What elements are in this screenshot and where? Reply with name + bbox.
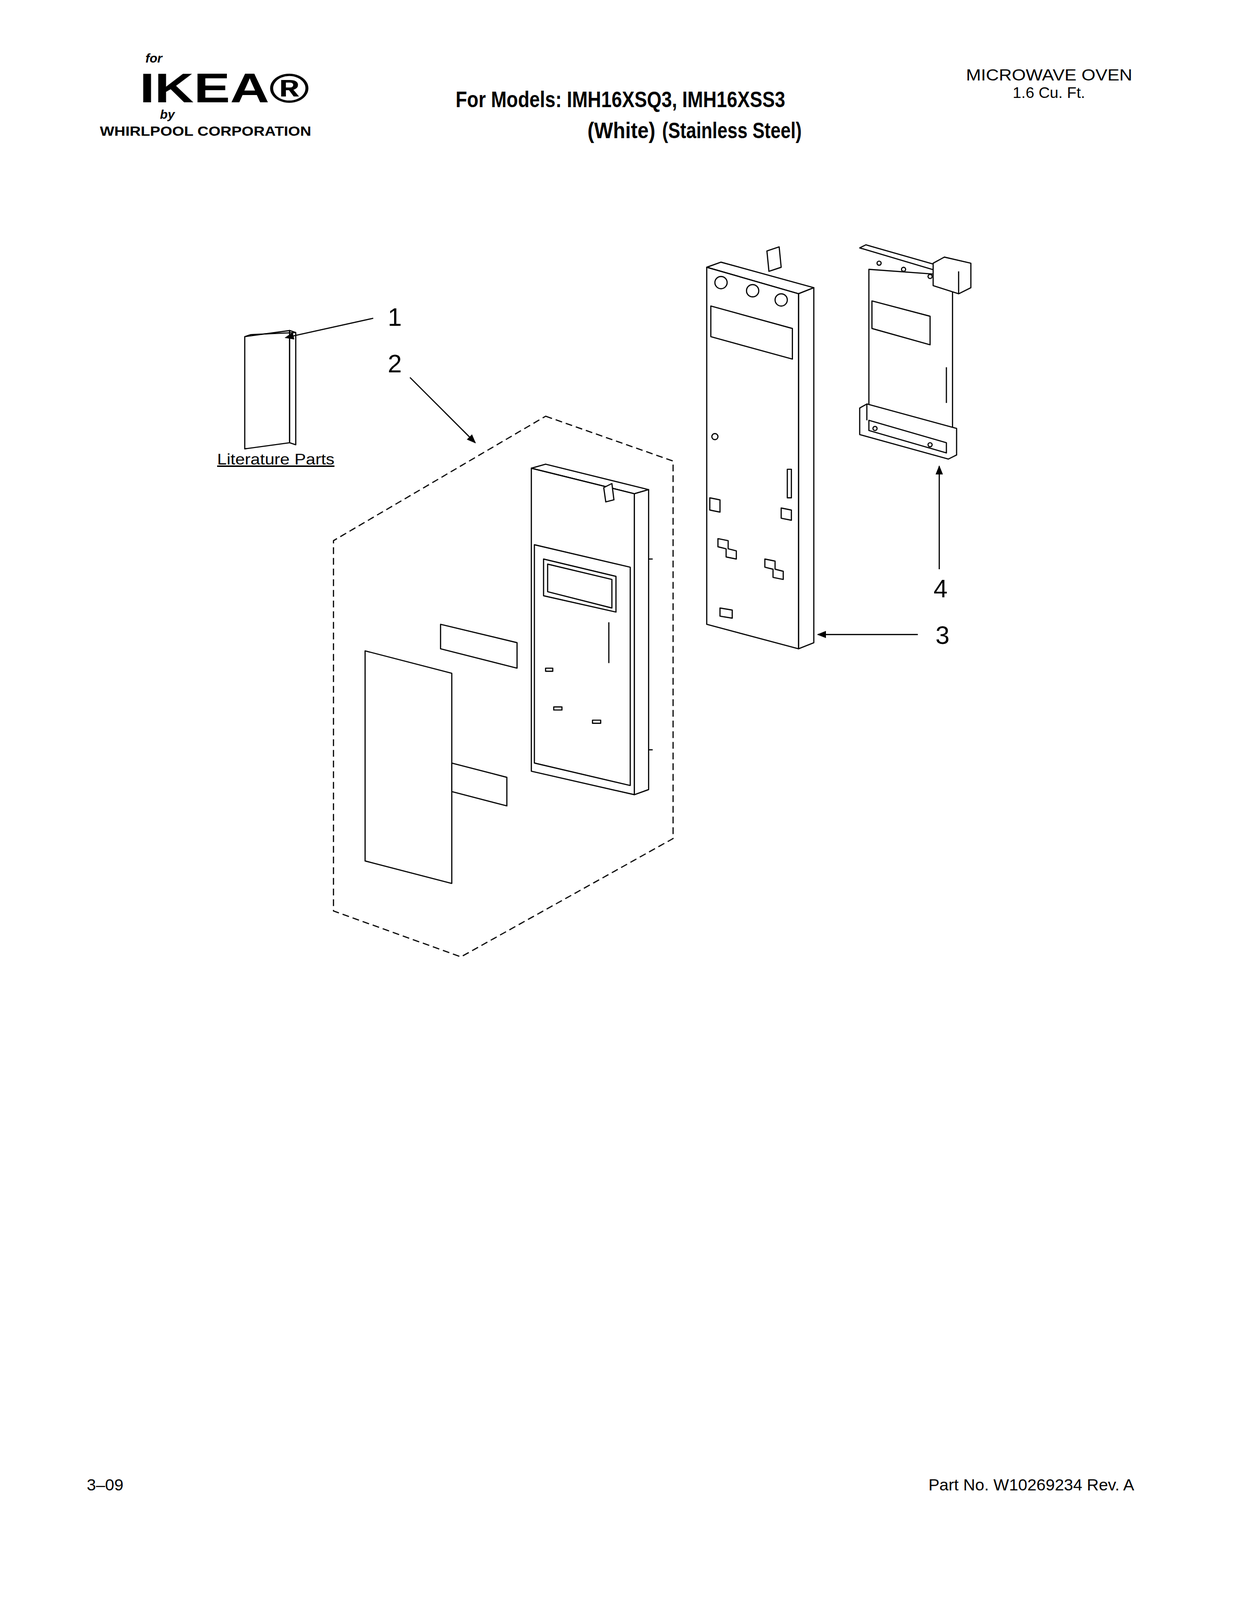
membrane-overlay [364, 650, 452, 884]
model-finish: (White) [587, 118, 656, 143]
part-name: Literature Parts [217, 450, 335, 468]
panel-frame [706, 246, 814, 649]
model-finish: (Stainless Steel) [662, 118, 802, 143]
window-piece [440, 624, 518, 668]
brand-text: for [145, 51, 163, 66]
callout-number: 1 [387, 303, 402, 332]
leader-arrow [938, 466, 940, 570]
leader-arrow [285, 317, 374, 338]
brand-logo: IKEA® [139, 64, 310, 111]
control-panel [531, 463, 653, 795]
brand-text: WHIRLPOOL CORPORATION [99, 124, 312, 140]
literature-booklet [244, 330, 296, 449]
callout-number: 2 [387, 349, 402, 378]
model-title: For Models: IMH16XSQ3, IMH16XSS3 [455, 87, 786, 112]
leader-arrow [817, 633, 918, 635]
product-size: 1.6 Cu. Ft. [1012, 84, 1085, 102]
callout-number: 3 [935, 621, 950, 650]
part-number: Part No. W10269234 Rev. A [928, 1475, 1135, 1494]
bracket [451, 762, 508, 806]
date-code: 3–09 [86, 1475, 124, 1494]
group-outline [333, 415, 674, 957]
circuit-board [859, 244, 971, 460]
brand-text: by [159, 107, 175, 122]
product-name: MICROWAVE OVEN [966, 65, 1133, 84]
leader-arrow [410, 377, 476, 443]
callout-number: 4 [933, 574, 948, 603]
